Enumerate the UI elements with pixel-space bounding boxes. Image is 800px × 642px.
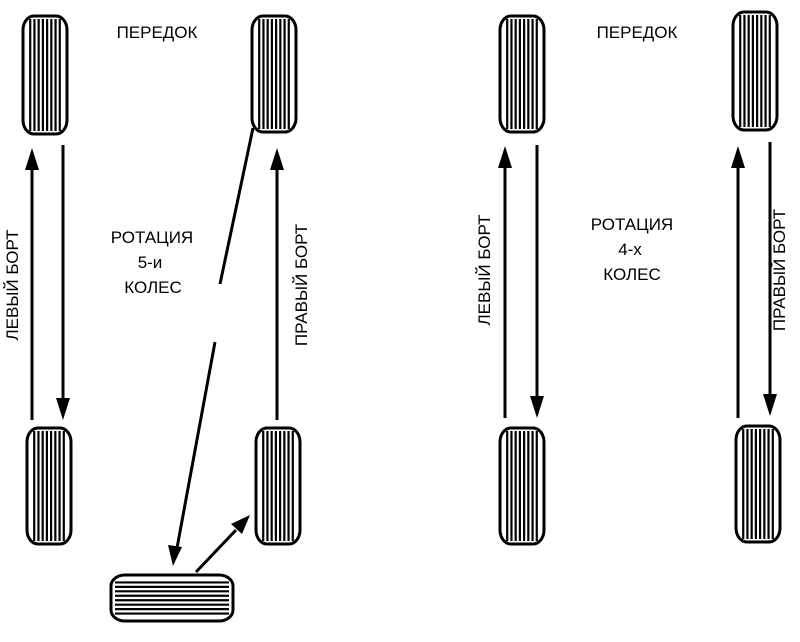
arrow-diagonal-upper (218, 127, 255, 285)
arrow-spare-to-rear-right (194, 528, 238, 574)
four-wheel-rotation: ПЕРЕДОК РОТАЦИЯ 4-х КОЛЕС ЛЕВЫЙ БОРТ ПРА… (475, 10, 789, 546)
title-line-2: 4-х (618, 240, 642, 259)
arrow-spare-to-rear-right-head (231, 515, 250, 534)
rear-right-tire (734, 424, 782, 544)
front-right-tire (250, 14, 298, 134)
left-side-label: ЛЕВЫЙ БОРТ (3, 230, 22, 341)
arrow-left-down-head (530, 396, 544, 418)
front-right-tire (731, 10, 779, 132)
five-wheel-rotation: ПЕРЕДОК РОТАЦИЯ 5-и КОЛЕС ЛЕВЫЙ БОРТ ПРА… (3, 14, 311, 623)
title-line-1: РОТАЦИЯ (591, 215, 673, 234)
rear-left-tire (498, 426, 546, 546)
arrow-left-up-head (25, 148, 39, 170)
title-line-3: КОЛЕС (124, 278, 182, 297)
arrow-diagonal-lower (175, 341, 217, 549)
right-side-label: ПРАВЫЙ БОРТ (292, 224, 311, 346)
left-side-label: ЛЕВЫЙ БОРТ (475, 215, 494, 326)
title-5-wheels: РОТАЦИЯ 5-и КОЛЕС (111, 228, 193, 297)
spare-tire (109, 573, 235, 623)
front-label: ПЕРЕДОК (597, 23, 678, 42)
front-left-tire (498, 14, 546, 134)
arrow-left-down-head (56, 398, 70, 420)
arrow-right-down-head (763, 394, 777, 416)
arrow-right-up-head (731, 146, 745, 168)
title-line-3: КОЛЕС (603, 265, 661, 284)
front-label: ПЕРЕДОК (117, 23, 198, 42)
rear-left-tire (25, 426, 73, 546)
rear-right-tire (254, 426, 302, 546)
front-left-tire (21, 14, 69, 136)
arrow-left-up-head (498, 146, 512, 168)
arrow-diagonal-head (168, 545, 182, 566)
title-line-1: РОТАЦИЯ (111, 228, 193, 247)
right-side-label: ПРАВЫЙ БОРТ (770, 209, 789, 331)
arrow-right-up-head (270, 148, 284, 170)
title-line-2: 5-и (138, 253, 163, 272)
title-4-wheels: РОТАЦИЯ 4-х КОЛЕС (591, 215, 673, 284)
